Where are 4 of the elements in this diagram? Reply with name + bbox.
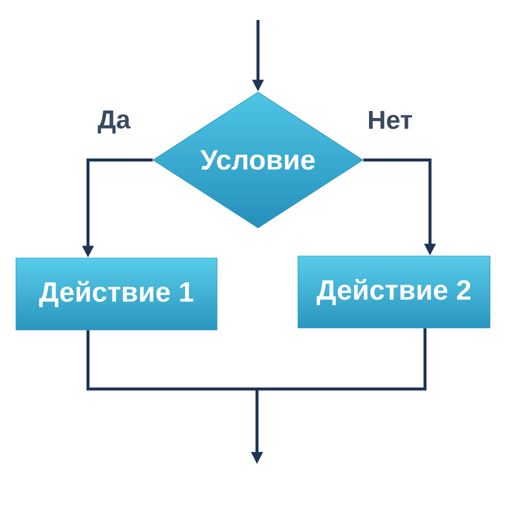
process-box: Действие 2 xyxy=(298,256,490,328)
edge-label: Да xyxy=(96,110,132,134)
process-box: Действие 1 xyxy=(16,258,218,330)
edge-label: Нет xyxy=(366,110,414,130)
